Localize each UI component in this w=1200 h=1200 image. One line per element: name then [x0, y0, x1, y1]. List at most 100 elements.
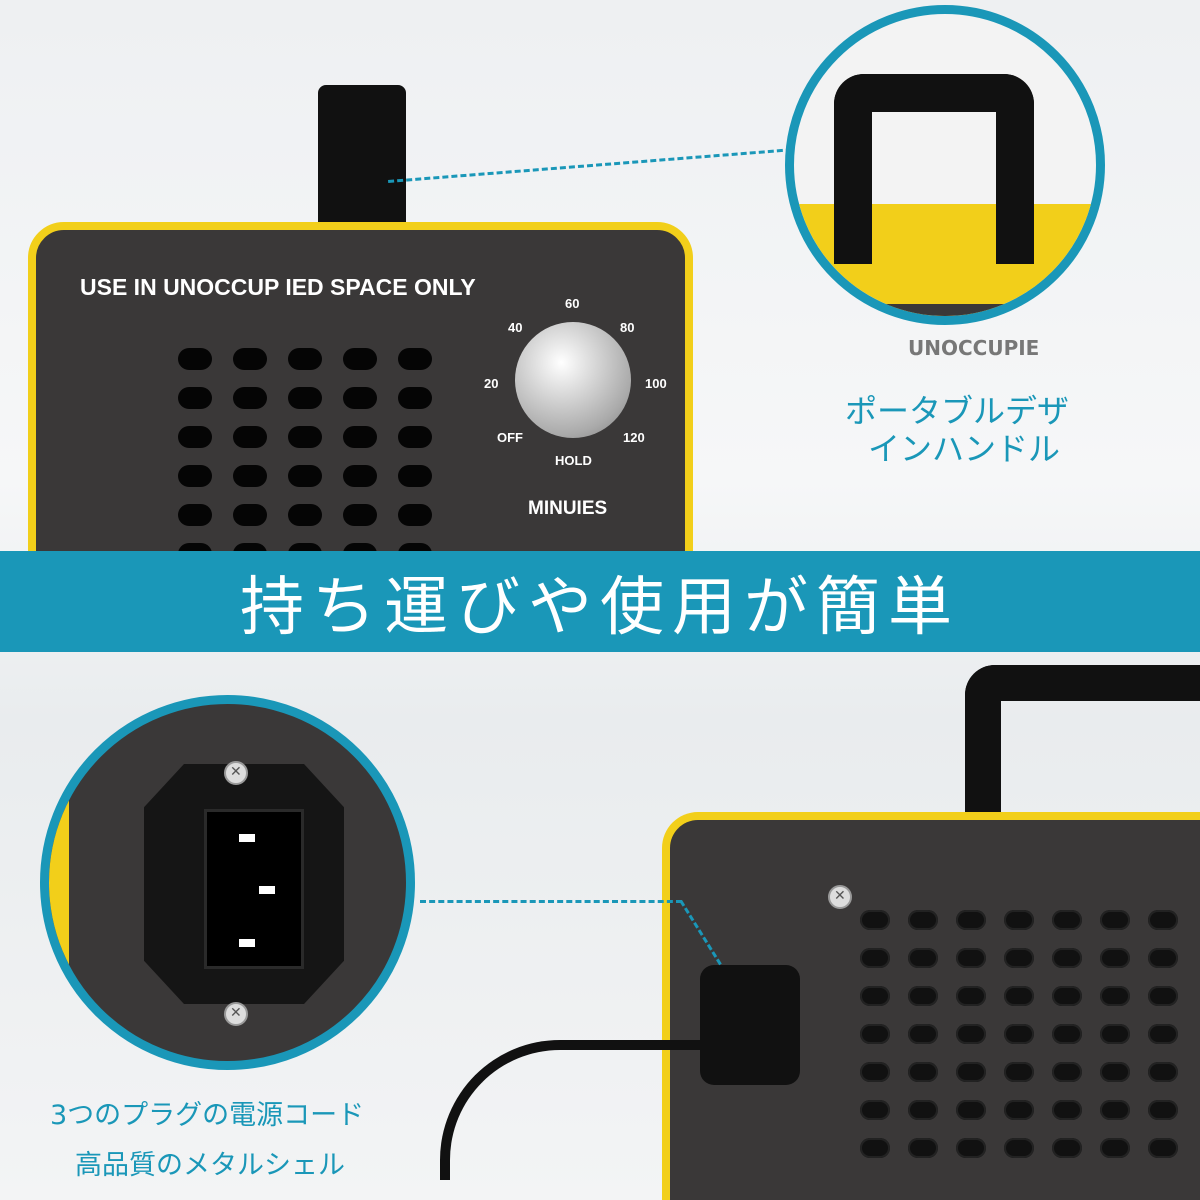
vent-hole	[860, 1138, 890, 1158]
vent-hole	[956, 986, 986, 1006]
vent-hole	[1052, 986, 1082, 1006]
bottom-device-panel	[662, 812, 1200, 1200]
vent-hole	[956, 910, 986, 930]
vent-hole	[1052, 1138, 1082, 1158]
handle-panel-text: UNOCCUPIE	[908, 336, 1040, 360]
vent-hole	[908, 1024, 938, 1044]
vent-hole	[398, 348, 432, 370]
vent-hole	[860, 1062, 890, 1082]
vent-hole	[233, 426, 267, 448]
handle-callout-circle	[785, 5, 1105, 325]
vent-hole	[860, 986, 890, 1006]
vent-hole	[1148, 1138, 1178, 1158]
dial-label: 80	[620, 320, 635, 335]
headline-banner: 持ち運びや使用が簡単	[0, 551, 1200, 652]
dial-label: HOLD	[555, 453, 592, 468]
vent-hole	[288, 426, 322, 448]
timer-dial[interactable]	[515, 322, 631, 438]
vent-hole	[343, 504, 377, 526]
vent-hole	[1052, 1100, 1082, 1120]
vent-hole	[398, 426, 432, 448]
vent-hole	[1100, 1062, 1130, 1082]
vent-hole	[1148, 1100, 1178, 1120]
vent-hole	[1148, 986, 1178, 1006]
carry-handle	[834, 74, 1034, 264]
vent-hole	[178, 426, 212, 448]
vent-hole	[1052, 1024, 1082, 1044]
handle-leader-line	[388, 148, 792, 183]
vent-hole	[1004, 1024, 1034, 1044]
vent-hole	[1004, 986, 1034, 1006]
vent-hole	[860, 910, 890, 930]
timer-knob-top	[318, 85, 406, 225]
vent-hole	[908, 948, 938, 968]
screw	[828, 885, 852, 909]
vent-hole	[1148, 910, 1178, 930]
vent-hole	[908, 1138, 938, 1158]
vent-hole	[908, 986, 938, 1006]
power-cord	[440, 1040, 720, 1180]
headline-text: 持ち運びや使用が簡単	[240, 570, 960, 645]
dial-label: 100	[645, 376, 667, 391]
socket-callout-circle	[40, 695, 415, 1070]
vent-hole	[956, 1062, 986, 1082]
vent-hole	[288, 348, 322, 370]
vent-hole	[1052, 910, 1082, 930]
vent-hole	[1100, 1100, 1130, 1120]
power-caption-2: 高品質のメタルシェル	[75, 1150, 345, 1181]
vent-hole	[1052, 1062, 1082, 1082]
vent-hole	[178, 504, 212, 526]
vent-hole	[178, 387, 212, 409]
vent-hole	[343, 348, 377, 370]
vent-hole	[1004, 948, 1034, 968]
vent-hole	[1052, 948, 1082, 968]
vent-hole	[1148, 1062, 1178, 1082]
dial-label: 20	[484, 376, 499, 391]
vent-hole	[233, 504, 267, 526]
vent-hole	[1100, 1138, 1130, 1158]
vent-hole	[233, 387, 267, 409]
vent-hole	[1100, 1024, 1130, 1044]
vent-hole	[343, 465, 377, 487]
socket-leader-line	[420, 900, 682, 903]
vent-hole	[1148, 1024, 1178, 1044]
vent-hole	[288, 504, 322, 526]
vent-hole	[956, 1138, 986, 1158]
vent-hole	[1004, 1062, 1034, 1082]
power-caption-1: 3つのプラグの電源コード	[50, 1100, 365, 1131]
vent-hole	[956, 948, 986, 968]
vent-hole	[1004, 910, 1034, 930]
bottom-device-handle	[965, 665, 1200, 825]
vent-hole	[860, 948, 890, 968]
vent-hole	[1100, 910, 1130, 930]
dial-label: OFF	[497, 430, 523, 445]
vent-hole	[908, 1062, 938, 1082]
vent-hole	[1004, 1138, 1034, 1158]
vent-hole	[398, 465, 432, 487]
vent-hole	[1148, 948, 1178, 968]
vent-hole	[860, 1100, 890, 1120]
vent-hole	[233, 348, 267, 370]
handle-caption-1: ポータブルデザ	[845, 392, 1070, 430]
vent-hole	[1100, 986, 1130, 1006]
dial-label: 120	[623, 430, 645, 445]
vent-hole	[398, 387, 432, 409]
dial-unit-label: MINUIES	[528, 498, 608, 519]
vent-hole	[860, 1024, 890, 1044]
vent-hole	[178, 348, 212, 370]
dial-label: 40	[508, 320, 523, 335]
vent-hole	[908, 1100, 938, 1120]
vent-hole	[288, 387, 322, 409]
vent-hole	[288, 465, 322, 487]
warning-text: USE IN UNOCCUP IED SPACE ONLY	[80, 274, 476, 300]
vent-hole	[178, 465, 212, 487]
vent-hole	[956, 1024, 986, 1044]
dial-label: 60	[565, 296, 580, 311]
vent-hole	[956, 1100, 986, 1120]
vent-hole	[233, 465, 267, 487]
vent-hole	[1004, 1100, 1034, 1120]
vent-hole	[398, 504, 432, 526]
vent-hole	[1100, 948, 1130, 968]
vent-hole	[343, 387, 377, 409]
vent-hole	[343, 426, 377, 448]
